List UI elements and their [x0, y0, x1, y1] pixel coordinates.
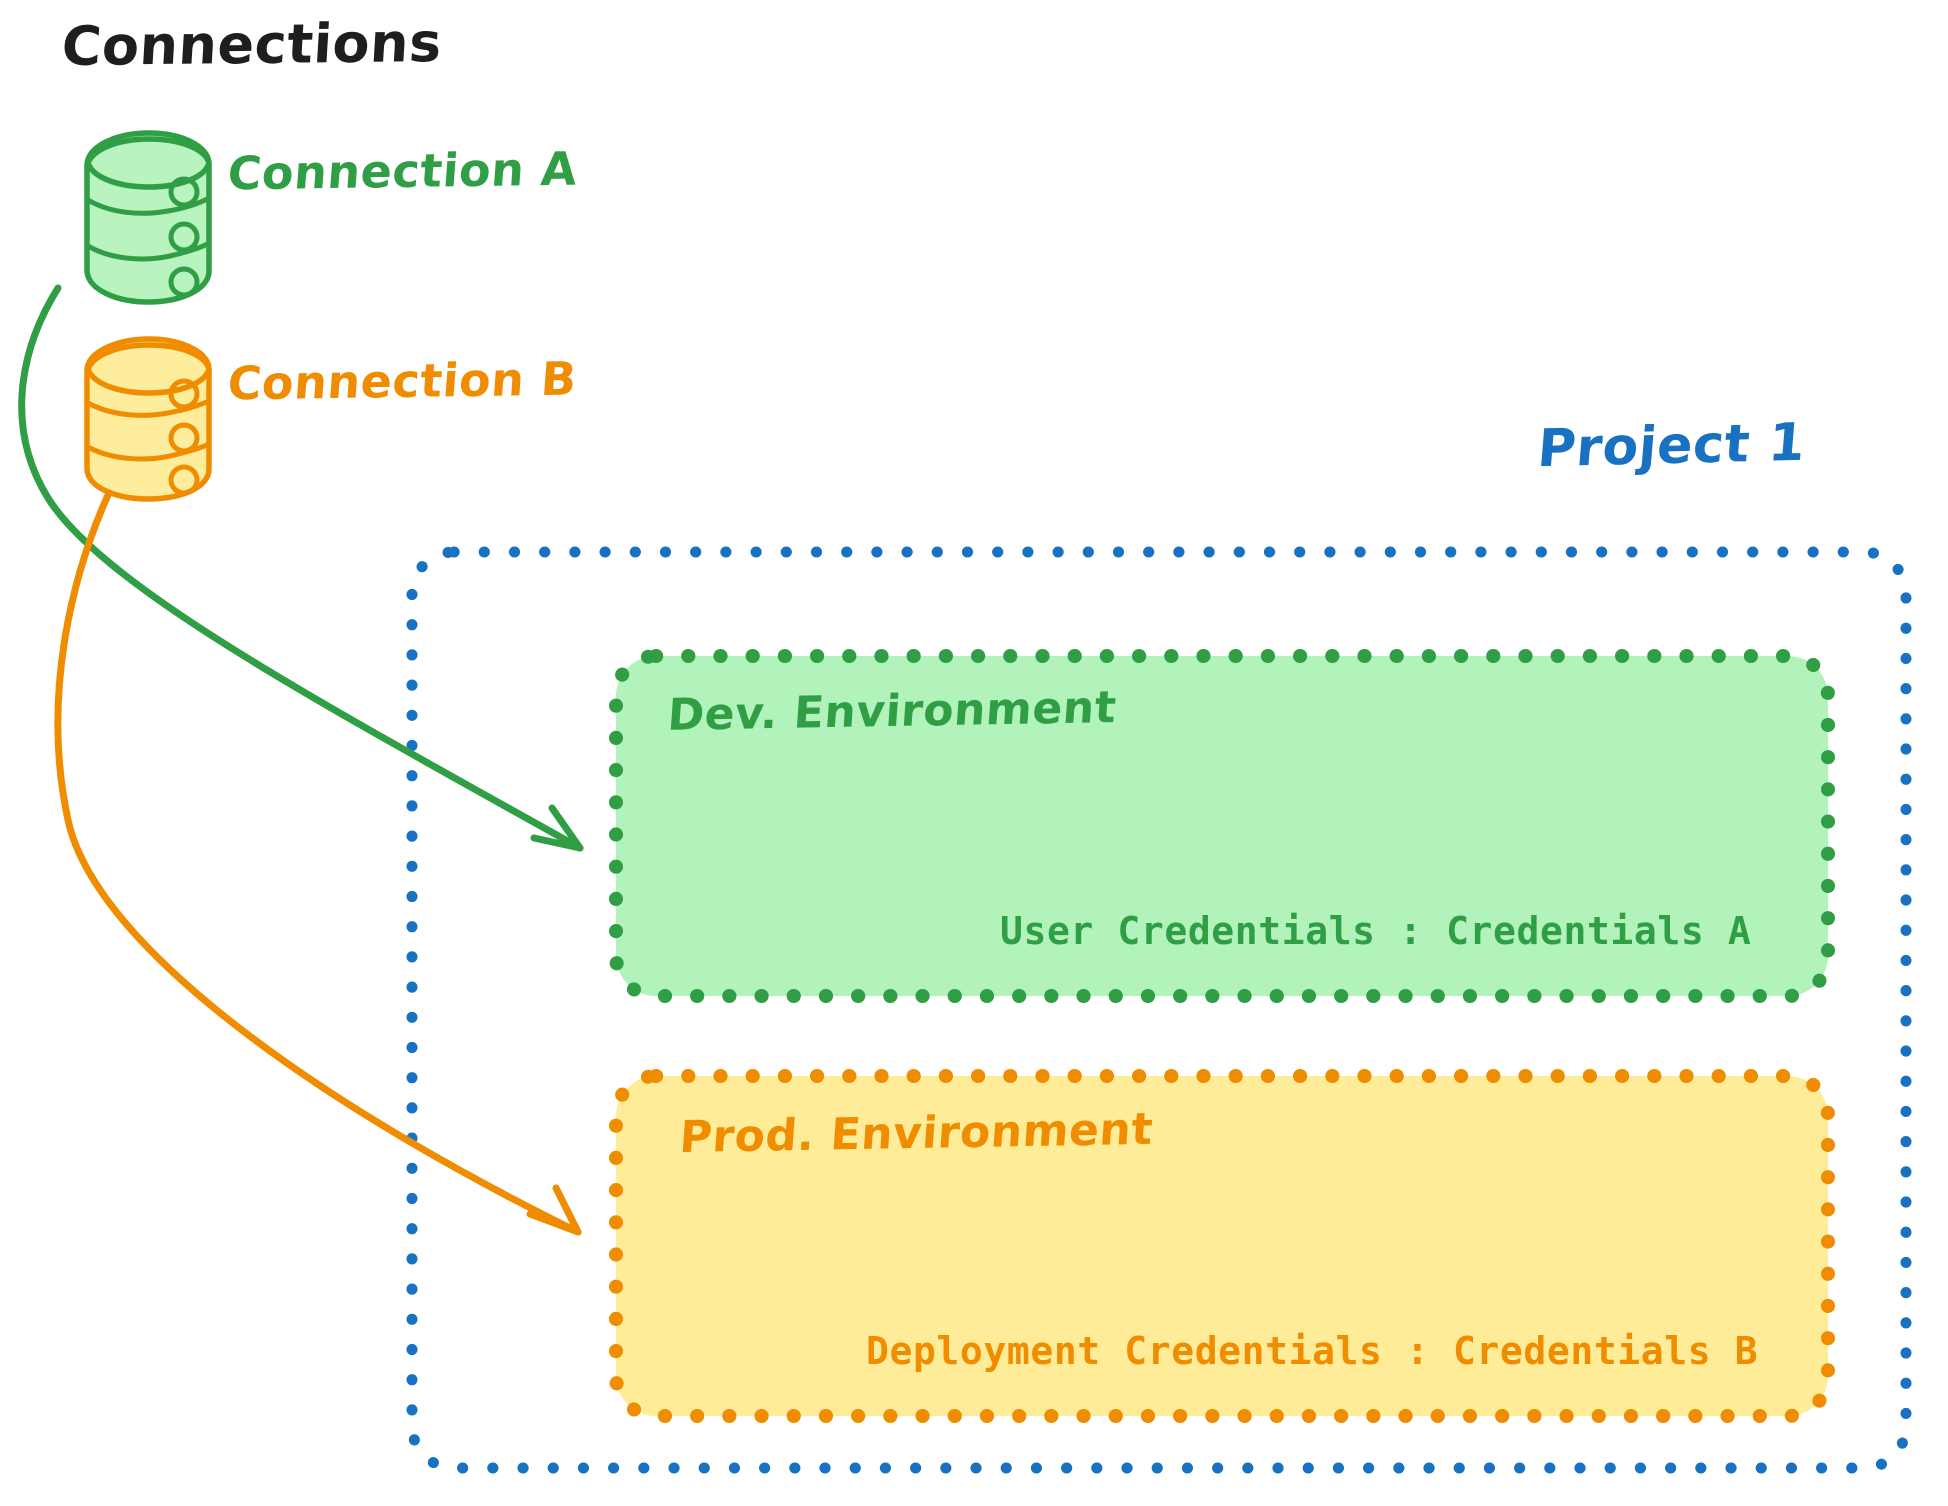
project-title: Project 1: [1535, 412, 1808, 480]
database-cylinder-icon-connection-b: [84, 336, 212, 502]
dev-environment-credentials: User Credentials : Credentials A: [1000, 909, 1752, 953]
page-title: Connections: [60, 11, 444, 78]
connection-b-label: Connection B: [225, 351, 579, 411]
arrow-connection-b-to-prod: [54, 491, 582, 1236]
dev-environment-title: Dev. Environment: [665, 682, 1119, 741]
database-cylinder-icon-connection-a: [84, 130, 212, 305]
prod-environment-title: Prod. Environment: [677, 1103, 1155, 1164]
prod-environment-credentials: Deployment Credentials : Credentials B: [866, 1329, 1759, 1373]
connection-a-label: Connection A: [225, 141, 580, 201]
